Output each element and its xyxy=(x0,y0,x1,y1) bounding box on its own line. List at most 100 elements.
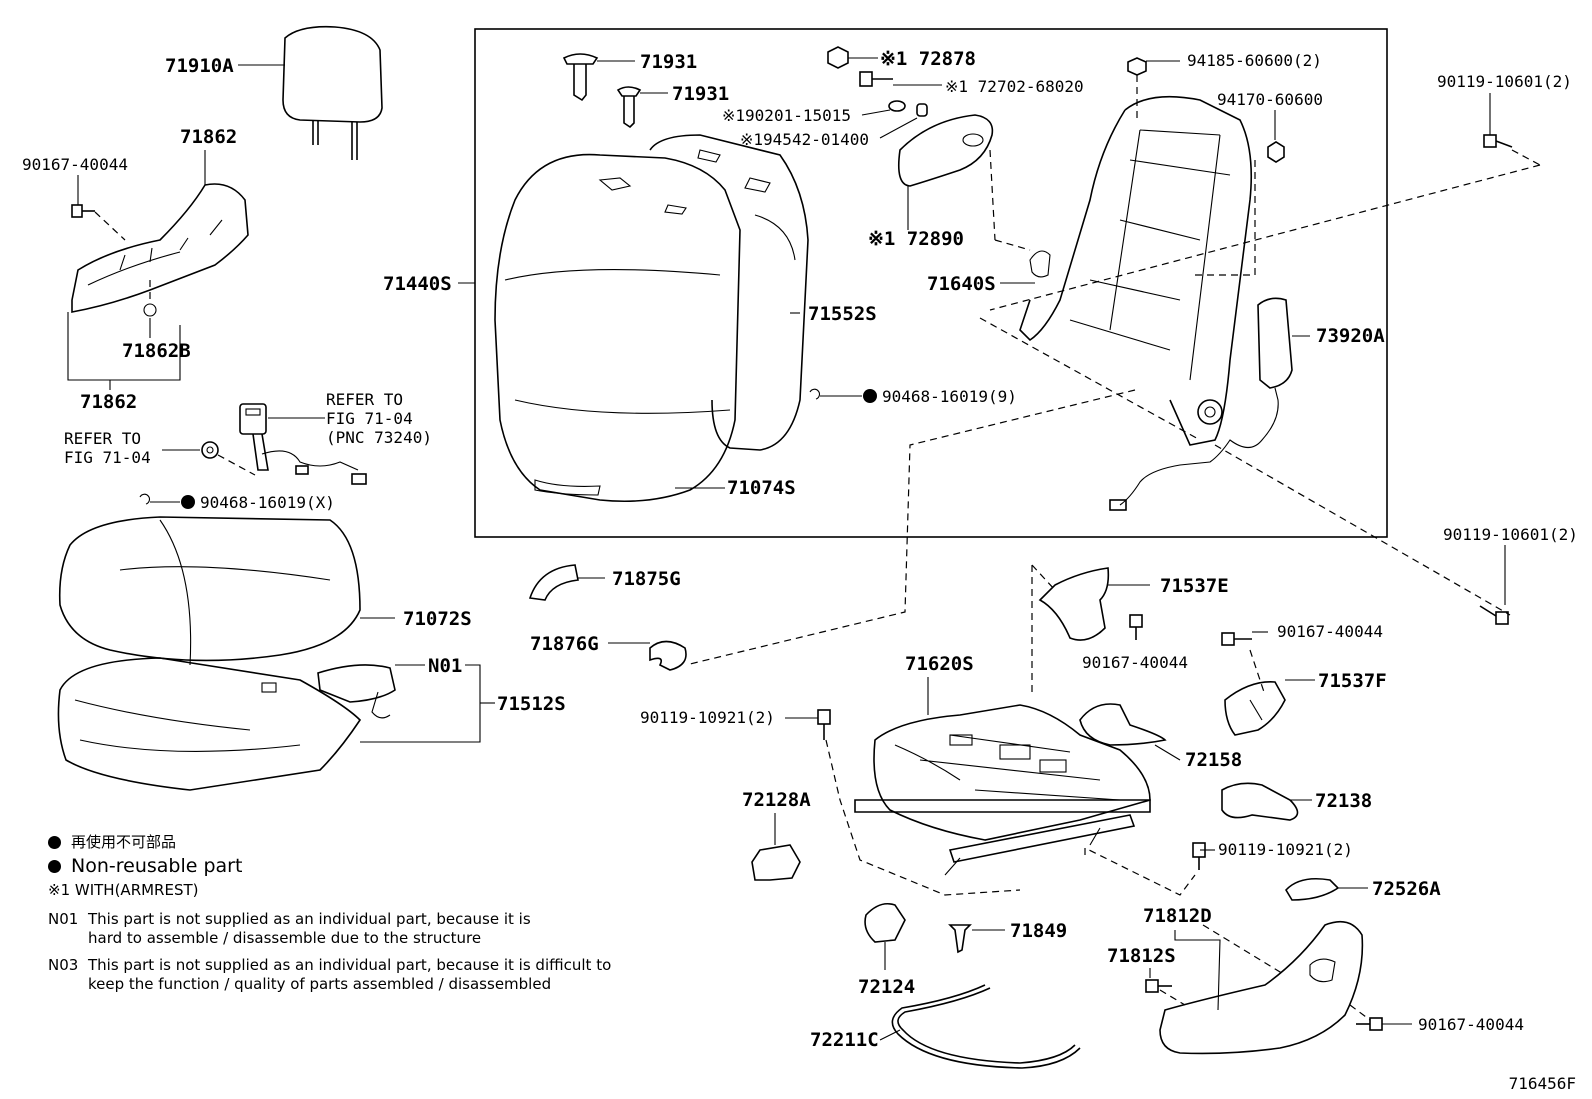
callout-90119-10601-a: 90119-10601(2) xyxy=(1437,72,1572,91)
callout-73920A: 73920A xyxy=(1316,325,1385,347)
trim-71537E-part[interactable] xyxy=(1038,567,1110,641)
hog-ring-x[interactable] xyxy=(139,493,150,505)
callout-90167-40044-b: 90167-40044 xyxy=(1082,653,1188,672)
callout-72124: 72124 xyxy=(858,976,915,998)
lever-72158-part[interactable] xyxy=(1079,703,1167,746)
callout-72890: ※1 72890 xyxy=(868,228,964,250)
armrest-part[interactable] xyxy=(897,114,994,187)
callout-94542-01400: ※194542-01400 xyxy=(740,130,869,149)
seat-cushion-cover-part[interactable] xyxy=(58,516,361,666)
figure-number: 716456F xyxy=(1508,1074,1576,1093)
callout-71931-b: 71931 xyxy=(672,83,729,105)
cover-72138-part[interactable] xyxy=(1221,782,1299,821)
refer-belt-line3[interactable]: (PNC 73240) xyxy=(326,428,432,447)
headrest-part[interactable] xyxy=(282,25,383,160)
nut-94185-60600[interactable] xyxy=(1127,57,1147,76)
callout-90167-40044-c: 90167-40044 xyxy=(1277,622,1383,641)
seat-side-cover-part[interactable] xyxy=(1159,920,1364,1055)
callout-72158: 72158 xyxy=(1185,749,1242,771)
legend-armrest: ※1 WITH(ARMREST) xyxy=(48,881,199,899)
callout-90468-16019-x: 90468-16019(X) xyxy=(200,493,335,512)
seat-heater-part[interactable] xyxy=(317,664,396,719)
clip-71931-a[interactable] xyxy=(562,53,599,102)
seatback-pad-part[interactable] xyxy=(649,134,809,451)
callout-90167-40044-d: 90167-40044 xyxy=(1418,1015,1524,1034)
clip-71849[interactable] xyxy=(948,924,972,954)
seat-side-shield-part[interactable] xyxy=(71,183,249,317)
callout-90119-10601-b: 90119-10601(2) xyxy=(1443,525,1578,544)
seatback-frame-part[interactable] xyxy=(1019,95,1252,446)
legend-nonreusable-en: Non-reusable part xyxy=(48,854,688,878)
bolt-90167-40044-b[interactable] xyxy=(1129,614,1143,640)
callout-71537F: 71537F xyxy=(1318,670,1387,692)
bolt-90119-10921-b[interactable] xyxy=(1192,842,1206,870)
callout-72878: ※1 72878 xyxy=(880,48,976,70)
callout-N01: N01 xyxy=(428,655,462,677)
bolt-90167-40044-c[interactable] xyxy=(1221,632,1252,646)
callout-71876G: 71876G xyxy=(530,633,599,655)
callout-71862-top: 71862 xyxy=(180,126,237,148)
nonreusable-dot-9 xyxy=(863,389,877,403)
seat-cushion-pad-part[interactable] xyxy=(57,657,362,791)
seat-belt-buckle-part[interactable] xyxy=(239,403,367,485)
callout-90468-16019-9: 90468-16019(9) xyxy=(882,387,1017,406)
callout-72138: 72138 xyxy=(1315,790,1372,812)
callout-71862B: 71862B xyxy=(122,340,191,362)
bolt-72702-68020[interactable] xyxy=(859,71,893,87)
collar-94542-01400[interactable] xyxy=(916,103,928,117)
callout-71620S: 71620S xyxy=(905,653,974,675)
callout-71910A: 71910A xyxy=(165,55,234,77)
bolt-90119-10601-a[interactable] xyxy=(1483,134,1513,148)
nut-94170-60600[interactable] xyxy=(1267,141,1285,163)
callout-90119-10921-b: 90119-10921(2) xyxy=(1218,840,1353,859)
callout-71552S: 71552S xyxy=(808,303,877,325)
refer-buckle-line2[interactable]: FIG 71-04 xyxy=(64,448,151,467)
hog-ring-9[interactable] xyxy=(809,388,820,400)
callout-71512S: 71512S xyxy=(497,693,566,715)
washer-90201-15015[interactable] xyxy=(888,100,906,112)
callout-94185-60600: 94185-60600(2) xyxy=(1187,51,1322,70)
callout-90201-15015: ※190201-15015 xyxy=(722,106,851,125)
callout-71072S: 71072S xyxy=(403,608,472,630)
side-airbag-part[interactable] xyxy=(1109,297,1293,511)
callout-71074S: 71074S xyxy=(727,477,796,499)
trim-71537F-part[interactable] xyxy=(1224,681,1286,736)
nonreusable-dot-x xyxy=(181,495,195,509)
bolt-90119-10921-a[interactable] xyxy=(817,709,831,740)
callout-71440S: 71440S xyxy=(383,273,452,295)
knob-72526A-part[interactable] xyxy=(1285,877,1340,901)
refer-belt-line1[interactable]: REFER TO xyxy=(326,390,403,409)
callout-71812D: 71812D xyxy=(1143,905,1212,927)
bolt-71812S[interactable] xyxy=(1145,979,1172,993)
legend-nonreusable-ja: 再使用不可部品 xyxy=(48,830,688,854)
callout-71875G: 71875G xyxy=(612,568,681,590)
callout-72211C: 72211C xyxy=(810,1029,879,1051)
clip-buckle[interactable] xyxy=(201,441,219,459)
callout-71812S: 71812S xyxy=(1107,945,1176,967)
seat-cushion-frame-part[interactable] xyxy=(854,704,1151,876)
callout-71931-a: 71931 xyxy=(640,51,697,73)
legend-dot-icon xyxy=(48,835,61,849)
callout-71862-bot: 71862 xyxy=(80,391,137,413)
callout-94170-60600: 94170-60600 xyxy=(1217,90,1323,109)
cover-72124-part[interactable] xyxy=(864,902,906,943)
cover-71876G-part[interactable] xyxy=(649,640,687,671)
seatback-cover-part[interactable] xyxy=(494,153,741,502)
callout-71537E: 71537E xyxy=(1160,575,1229,597)
bolt-90167-40044-a[interactable] xyxy=(71,204,95,218)
legend-dot-icon xyxy=(48,859,61,873)
clip-71931-b[interactable] xyxy=(616,86,642,129)
cover-71875G-part[interactable] xyxy=(528,564,579,601)
cover-72128A-part[interactable] xyxy=(751,844,801,881)
wire-72211C-part[interactable] xyxy=(891,984,1081,1069)
callout-90119-10921-a: 90119-10921(2) xyxy=(640,708,775,727)
refer-belt-line2[interactable]: FIG 71-04 xyxy=(326,409,413,428)
callout-71640S: 71640S xyxy=(927,273,996,295)
bolt-90119-10601-b[interactable] xyxy=(1479,605,1509,625)
nut-72878[interactable] xyxy=(827,46,849,69)
callout-72526A: 72526A xyxy=(1372,878,1441,900)
refer-buckle-line1[interactable]: REFER TO xyxy=(64,429,141,448)
